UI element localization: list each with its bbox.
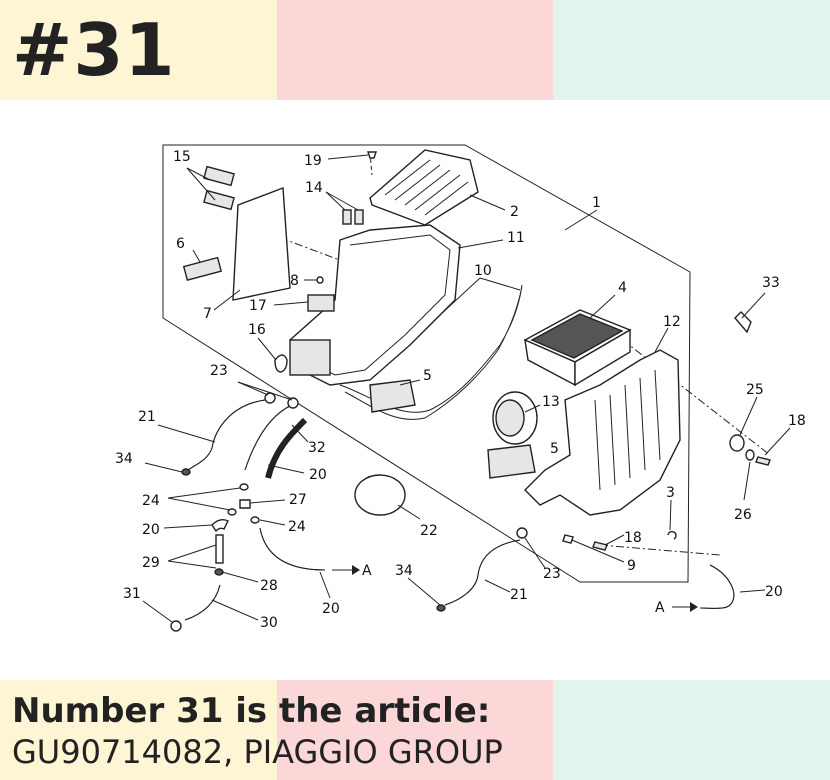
callout-9: 9 [627,558,636,574]
clip-part-28 [214,568,224,576]
sleeve-part-13 [492,391,538,445]
callout-23b: 23 [543,566,561,582]
assembly-outline-frame [162,144,691,583]
arrow-label-a-right: A [655,600,665,616]
callout-5b: 5 [550,441,559,457]
plug-part-9 [562,534,574,544]
foam-part-5b [487,444,536,479]
hose-part-21-right [444,539,521,606]
hose-part-30 [184,584,221,621]
callout-22: 22 [420,523,438,539]
callout-20b: 20 [142,522,160,538]
arrow-a-right [672,602,698,612]
filter-element-part-4 [523,309,632,387]
block-part-17 [307,294,335,312]
callout-2: 2 [510,204,519,220]
clamp-part-22 [354,474,406,516]
callout-13: 13 [542,394,560,410]
filter-box-upper-part [289,224,461,386]
callout-6: 6 [176,236,185,252]
hose-part-29 [215,534,224,564]
clip-part-23c [516,527,528,539]
arrow-label-a-left: A [362,563,372,579]
exploded-parts-diagram: 1 2 3 4 5 5 6 7 8 9 10 11 12 13 14 15 16… [115,144,806,632]
callout-32: 32 [308,440,326,456]
screw-part-19 [367,151,377,159]
clip-part-34b [436,604,446,612]
callout-14: 14 [305,180,323,196]
callout-4: 4 [618,280,627,296]
washer-part-26 [745,449,755,461]
hose-part-32 [265,417,308,479]
arrow-a-left [332,565,360,575]
cap-part-16 [274,354,288,373]
callout-3: 3 [666,485,675,501]
callout-5a: 5 [423,368,432,384]
callout-25: 25 [746,382,764,398]
callout-20d: 20 [765,584,783,600]
clip-part-34a [181,468,191,476]
clip-part-14a [342,209,352,225]
callout-20c: 20 [322,601,340,617]
clip-part-24c [250,516,260,524]
callout-29: 29 [142,555,160,571]
hose-part-20-right [699,564,735,609]
bracket-part-33 [734,311,752,334]
elbow-part-20-small [211,518,229,533]
tee-part-27 [239,499,251,509]
clip-part-23b [287,397,299,409]
cap-part-31 [170,620,182,632]
callout-12: 12 [663,314,681,330]
callout-24a: 24 [142,493,160,509]
screw-part-18b [755,456,771,466]
screw-part-18a [592,541,608,551]
callout-34a: 34 [115,451,133,467]
item-number-badge: #31 [12,8,176,92]
callout-26: 26 [734,507,752,523]
clip-part-3 [667,530,677,540]
clip-part-14b [354,209,364,225]
callout-18a: 18 [624,530,642,546]
callout-1: 1 [592,195,601,211]
caption-heading: Number 31 is the article: [12,691,491,731]
clip-part-24a [239,483,249,491]
foam-part-5a [369,379,416,413]
callout-19: 19 [304,153,322,169]
filter-box-lower-part [524,349,681,516]
callout-16: 16 [248,322,266,338]
sheet-part-7 [232,187,291,301]
callout-21b: 21 [510,587,528,603]
callout-27: 27 [289,492,307,508]
caption-article-code: GU90714082, PIAGGIO GROUP [12,733,503,771]
callout-20a: 20 [309,467,327,483]
pad-part-6 [182,256,223,282]
callout-24b: 24 [288,519,306,535]
callout-18b: 18 [788,413,806,429]
callout-33: 33 [762,275,780,291]
callout-28: 28 [260,578,278,594]
gasket-part-10 [339,284,523,420]
hose-part-21-left [187,399,266,471]
article-caption: Number 31 is the article: GU90714082, PI… [12,690,503,772]
callout-23a: 23 [210,363,228,379]
callout-15: 15 [173,149,191,165]
callout-labels: 1 2 3 4 5 5 6 7 8 9 10 11 12 13 14 15 16… [115,149,806,631]
callout-17: 17 [249,298,267,314]
callout-11: 11 [507,230,525,246]
callout-21a: 21 [138,409,156,425]
callout-34b: 34 [395,563,413,579]
footer-color-band [0,680,830,780]
callout-7: 7 [203,306,212,322]
leader-lines [142,154,791,623]
pad-part-15b [203,189,235,211]
callout-31: 31 [123,586,141,602]
callout-8: 8 [290,273,299,289]
clip-part-24b [227,508,237,516]
callout-30: 30 [260,615,278,631]
pad-part-15a [203,165,235,187]
filter-cover-part [369,149,479,226]
grommet-part-25 [729,434,745,452]
header-color-band [0,0,830,100]
callout-10: 10 [474,263,492,279]
